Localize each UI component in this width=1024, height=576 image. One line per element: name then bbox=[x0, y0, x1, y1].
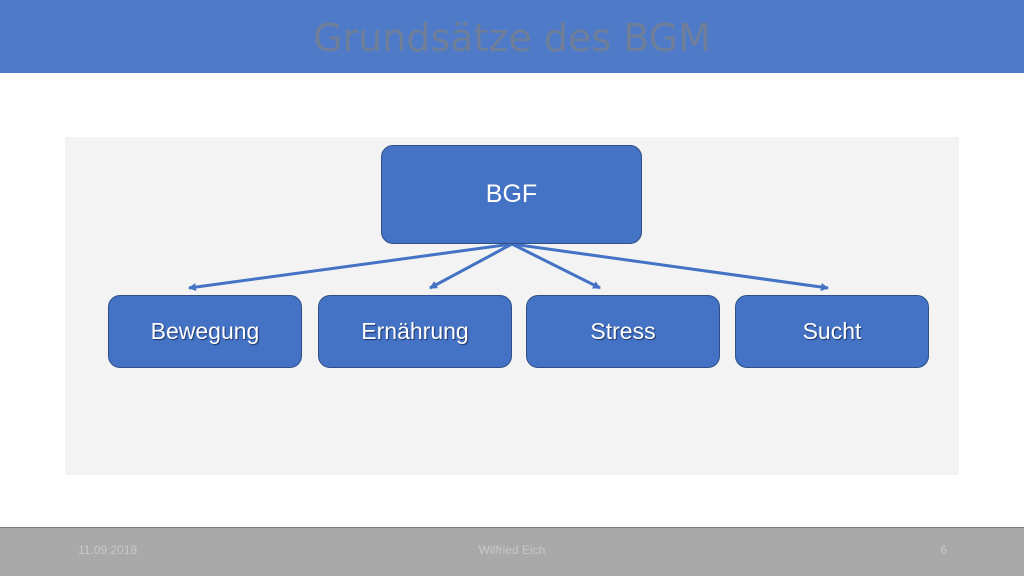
slide-title: Grundsätze des BGM bbox=[313, 16, 711, 60]
footer-date: 11.09.2018 bbox=[78, 543, 138, 557]
node-sucht: Sucht bbox=[735, 295, 929, 368]
slide-footer: 11.09.2018 Wilfried Eich 6 bbox=[0, 527, 1024, 576]
node-bewegung: Bewegung bbox=[108, 295, 302, 368]
footer-page-number: 6 bbox=[940, 543, 947, 557]
node-bgf: BGF bbox=[381, 145, 642, 244]
slide-header bbox=[0, 0, 1024, 73]
node-stress: Stress bbox=[526, 295, 720, 368]
footer-author: Wilfried Eich bbox=[478, 543, 546, 557]
node-ernaehrung: Ernährung bbox=[318, 295, 512, 368]
